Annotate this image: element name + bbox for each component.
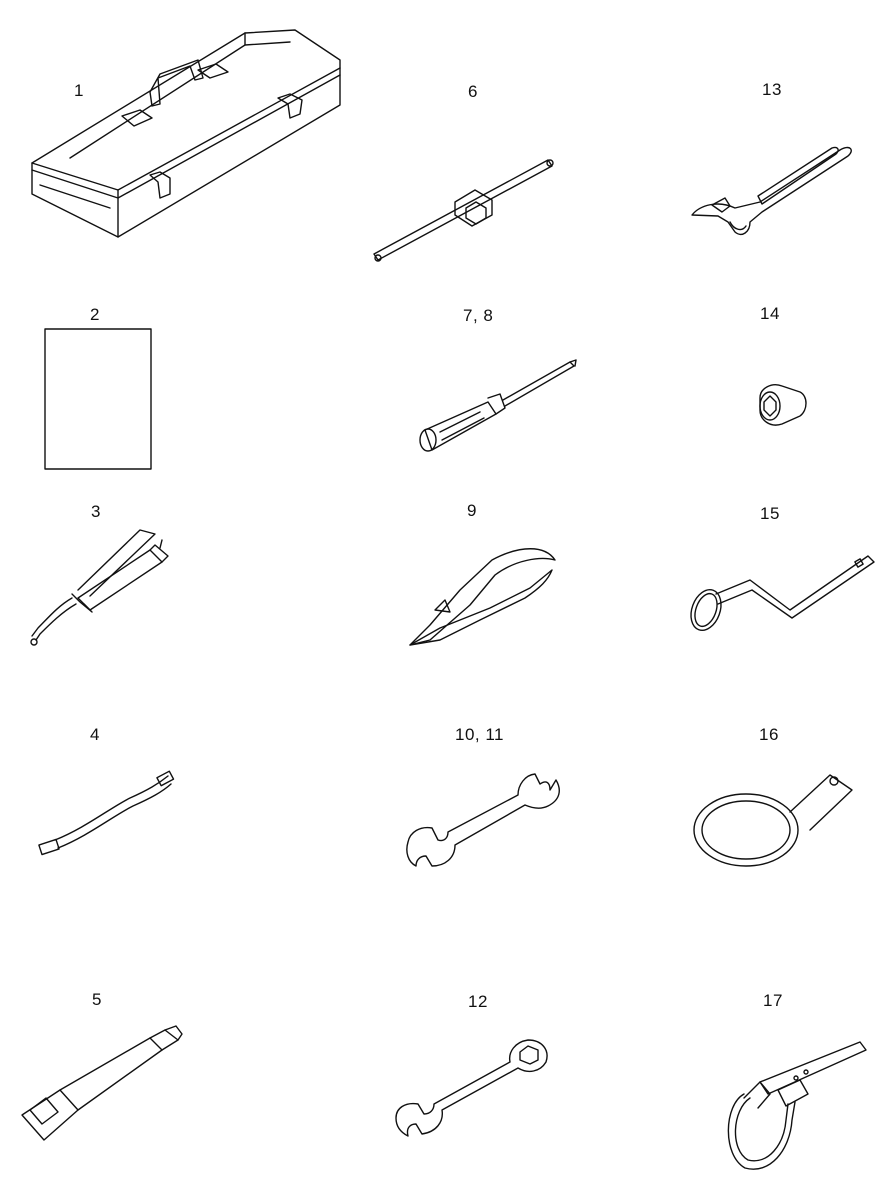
- item-number-12: 12: [468, 992, 488, 1011]
- item-number-4: 4: [90, 725, 100, 744]
- item-number-3: 3: [91, 502, 101, 521]
- grease-gun-icon: [30, 529, 169, 646]
- pliers-icon: [409, 548, 556, 646]
- item-number-10-11: 10, 11: [455, 725, 505, 744]
- offset-spanner-icon: [690, 555, 875, 632]
- open-end-wrench-icon: [406, 773, 560, 867]
- item-number-15: 15: [760, 504, 780, 523]
- sliding-t-handle-icon: [373, 159, 554, 262]
- item-number-5: 5: [92, 990, 102, 1009]
- screwdriver-icon: [419, 359, 577, 452]
- item-number-6: 6: [468, 82, 478, 101]
- adjustable-wrench-icon: [691, 146, 852, 236]
- item-number-9: 9: [467, 501, 477, 520]
- item-number-13: 13: [762, 80, 782, 99]
- strap-wrench-icon: [727, 1041, 867, 1170]
- item-number-16: 16: [759, 725, 779, 744]
- socket-icon: [759, 384, 807, 426]
- item-number-2: 2: [90, 305, 100, 324]
- item-number-1: 1: [74, 81, 84, 100]
- item-number-14: 14: [760, 304, 780, 323]
- manual-icon: [44, 328, 152, 470]
- socket-extension-icon: [21, 1025, 183, 1141]
- flex-hose-icon: [38, 770, 175, 856]
- toolbox-icon: [31, 29, 341, 238]
- combination-wrench-icon: [395, 1039, 548, 1137]
- ring-spanner-icon: [693, 774, 853, 867]
- item-number-17: 17: [763, 991, 783, 1010]
- item-number-7-8: 7, 8: [463, 306, 494, 325]
